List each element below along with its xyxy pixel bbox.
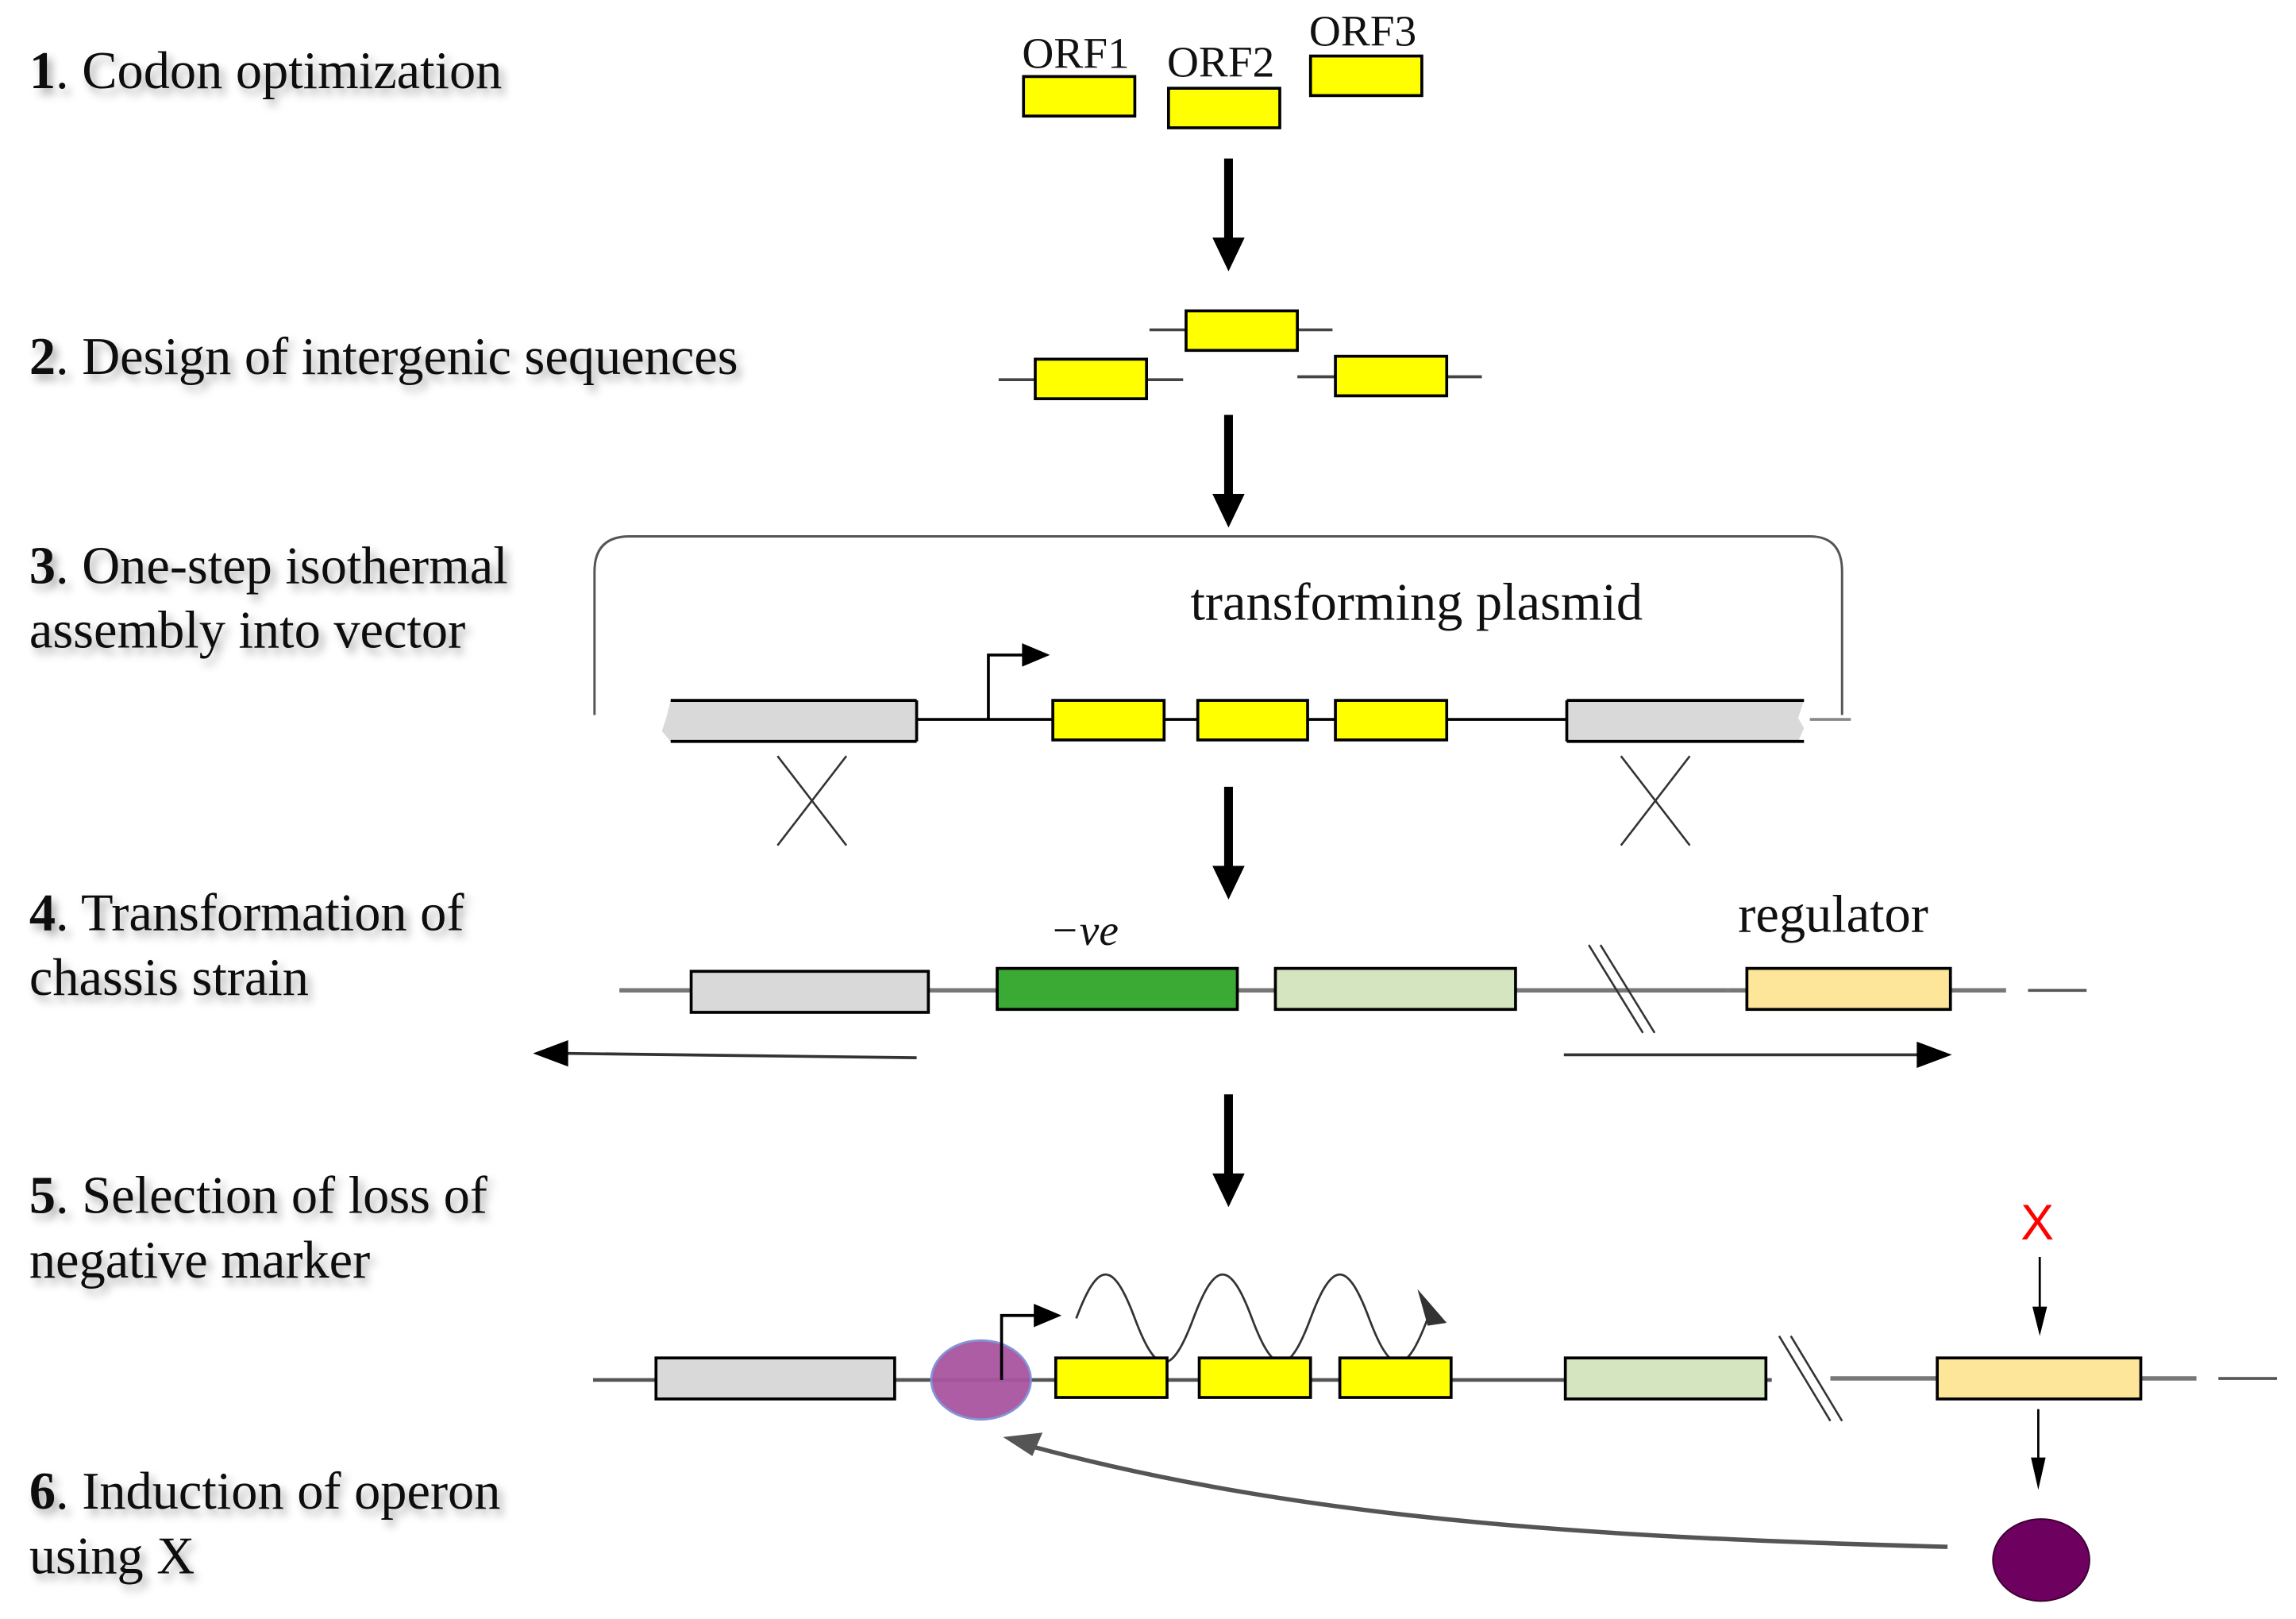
operon-homology-right — [1563, 1356, 1768, 1401]
free-regulator-protein — [1992, 1518, 2090, 1602]
operon-orf1 — [1054, 1356, 1169, 1399]
right-crossover-icon — [1620, 755, 1691, 846]
orf-with-spacer-3 — [1334, 354, 1449, 398]
step-5-label: 5. Selection of loss of — [29, 1167, 488, 1225]
operon-orf3 — [1338, 1356, 1453, 1399]
step-labels: 1. Codon optimization 2. Design of inter… — [29, 42, 738, 1585]
inducer-label: X — [2021, 1195, 2054, 1251]
break-icon-2 — [1778, 1335, 1843, 1422]
negative-marker-gene — [996, 966, 1239, 1012]
step-4-label-line2: chassis strain — [29, 949, 309, 1007]
step-3-label-line2: assembly into vector — [29, 602, 465, 660]
operon-regulator-gene — [1936, 1356, 2143, 1401]
step-2-label: 2. Design of intergenic sequences — [29, 328, 738, 386]
down-arrow-3 — [1212, 786, 1245, 900]
break-icon — [1588, 944, 1656, 1034]
bound-regulator-protein — [930, 1339, 1032, 1421]
orf2-box — [1166, 87, 1281, 129]
orf-with-spacer-1 — [1034, 357, 1148, 400]
plasmid-label: transforming plasmid — [1190, 574, 1643, 632]
step-2-intergenic — [998, 309, 1482, 400]
step-5-6-operon: X — [592, 1195, 2278, 1602]
plasmid-orf1 — [1051, 699, 1166, 742]
promoter-arrow — [987, 653, 1026, 720]
down-arrow-1 — [1212, 158, 1245, 272]
mrna-transcript-icon — [1075, 1273, 1429, 1364]
orf-with-spacer-2 — [1185, 309, 1299, 353]
down-arrow-2 — [1212, 414, 1245, 528]
regulator-gene — [1745, 966, 1952, 1012]
plasmid-orf3 — [1334, 699, 1449, 742]
orf1-box — [1022, 75, 1137, 118]
chassis-homology-right — [1273, 966, 1517, 1012]
feedback-arrow — [1028, 1444, 1948, 1549]
orf1-label: ORF1 — [1022, 29, 1129, 77]
orf2-label: ORF2 — [1167, 37, 1274, 86]
step-3-label: 3. One-step isothermal — [29, 538, 508, 596]
right-direction-arrow — [1563, 1041, 1952, 1069]
operon-homology-left — [654, 1356, 896, 1401]
orf3-label: ORF3 — [1309, 7, 1416, 56]
step-6-label-line2: using X — [29, 1527, 195, 1585]
orf3-box — [1308, 54, 1423, 98]
inducer-arrow — [2032, 1306, 2048, 1336]
step-4-label: 4. Transformation of — [29, 885, 464, 942]
left-direction-arrow — [533, 1039, 917, 1067]
right-homology-arm — [1566, 700, 1805, 742]
down-arrow-4 — [1212, 1094, 1245, 1208]
plasmid-orf2 — [1196, 699, 1309, 742]
negative-marker-label: −ve — [1050, 906, 1118, 954]
left-homology-arm — [661, 700, 917, 742]
operon-orf2 — [1197, 1356, 1312, 1399]
step-1-label: 1. Codon optimization — [29, 42, 502, 100]
left-crossover-icon — [776, 755, 848, 846]
step-3-plasmid: transforming plasmid — [593, 535, 1851, 846]
step-6-label: 6. Induction of operon — [29, 1463, 501, 1521]
plasmid-backbone — [593, 535, 1843, 715]
step-4-chassis: −ve regulator — [533, 886, 2087, 1069]
regulator-label: regulator — [1738, 886, 1928, 944]
step-5-label-line2: negative marker — [29, 1232, 370, 1289]
step-1-orfs: ORF1 ORF2 ORF3 — [1022, 7, 1423, 129]
expression-arrow — [2031, 1457, 2046, 1490]
operon-promoter-arrow — [1000, 1313, 1037, 1380]
chassis-homology-left — [689, 969, 930, 1014]
